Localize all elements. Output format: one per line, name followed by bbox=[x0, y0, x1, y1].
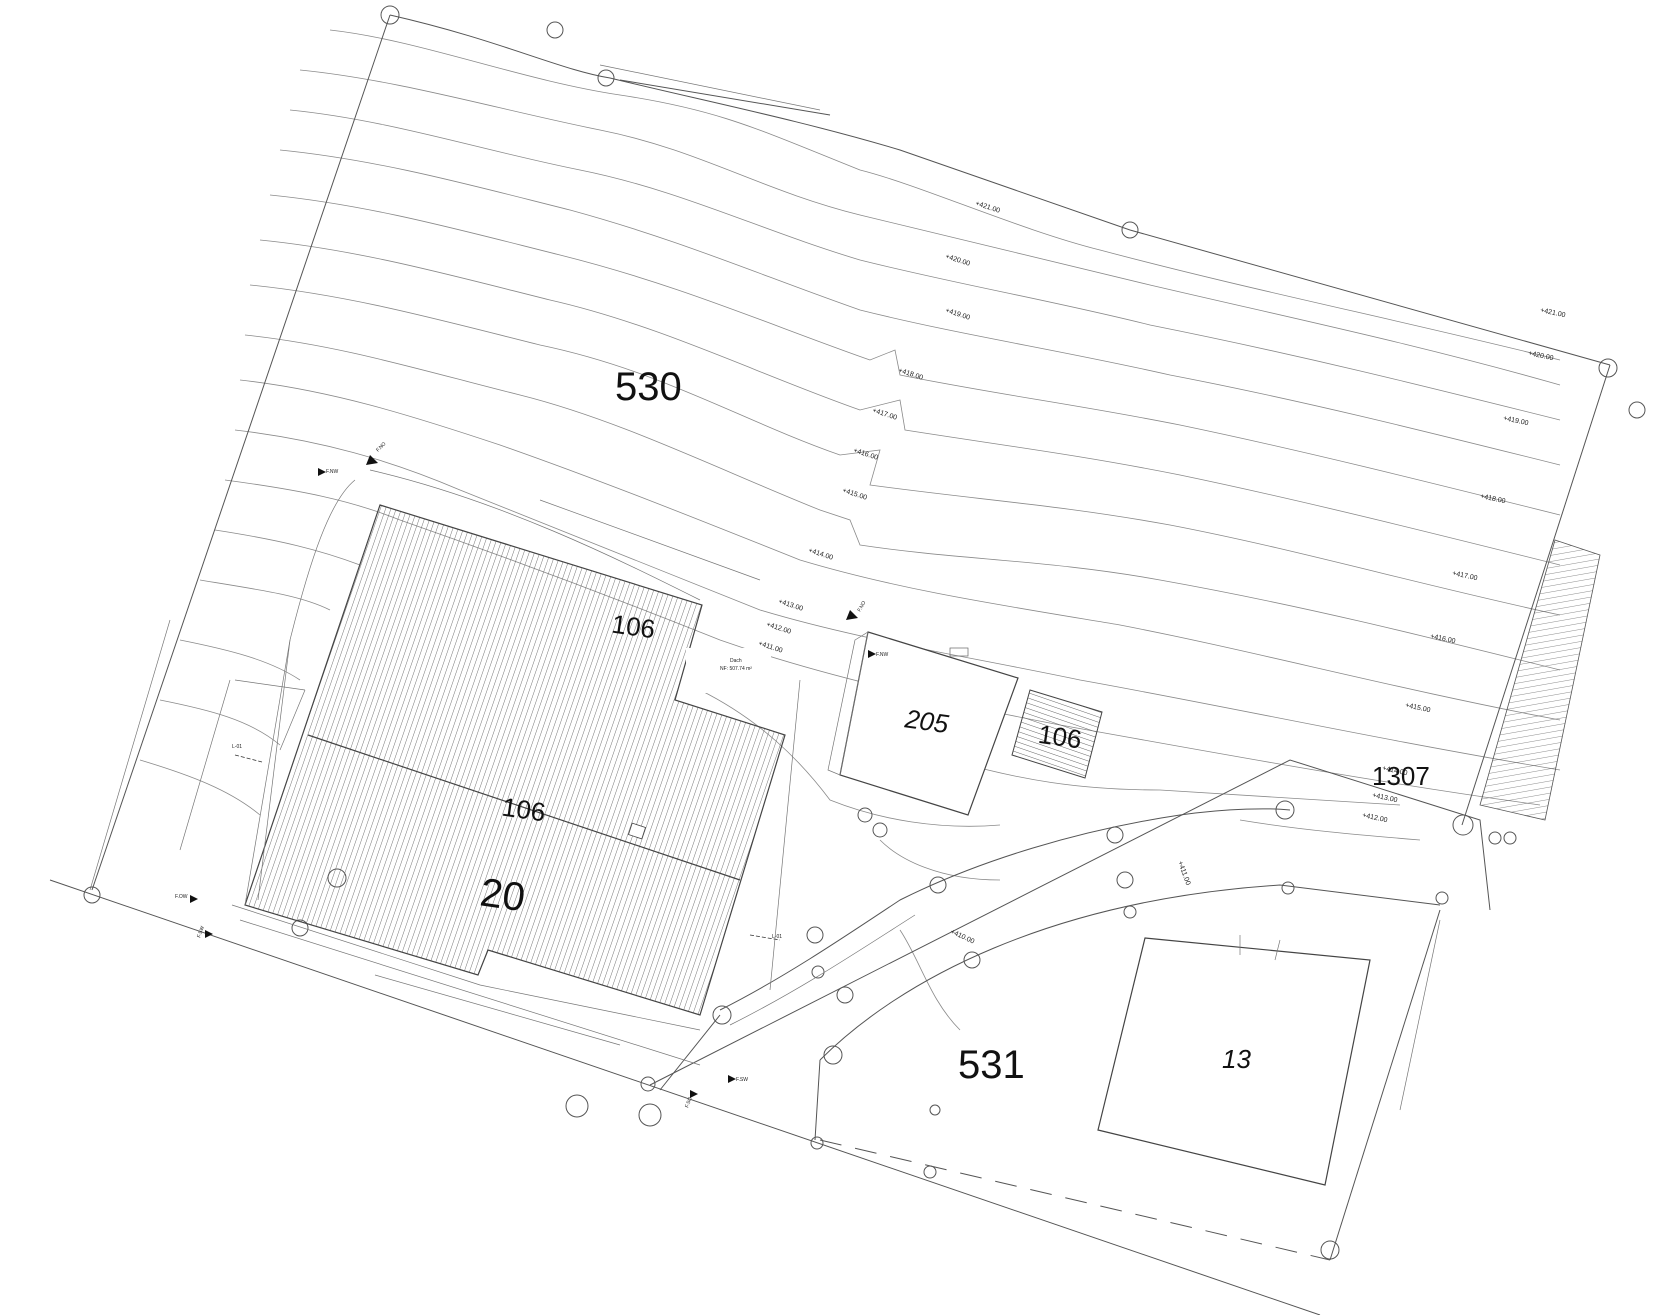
building-13-label: 13 bbox=[1222, 1044, 1251, 1074]
building-106-small-label: 106 bbox=[1036, 719, 1083, 755]
parcel-530-label: 530 bbox=[615, 365, 682, 409]
roof-note-line1: Dach bbox=[730, 658, 742, 664]
contour-label-411: +411.00 bbox=[1176, 860, 1191, 886]
svg-text:+417.00: +417.00 bbox=[1452, 570, 1479, 582]
svg-text:+420.00: +420.00 bbox=[944, 253, 971, 268]
roof-note-line2: NF: 507.74 m² bbox=[720, 666, 752, 672]
svg-text:F.NO: F.NO bbox=[857, 600, 868, 613]
svg-text:F.NW: F.NW bbox=[876, 652, 889, 658]
svg-text:+416.00: +416.00 bbox=[1430, 633, 1457, 645]
contour-label-410: +410.00 bbox=[949, 928, 975, 945]
svg-text:+415.00: +415.00 bbox=[1405, 702, 1432, 714]
building-106-small bbox=[1011, 689, 1103, 779]
building-20-label: 20 bbox=[478, 870, 528, 920]
svg-text:+420.00: +420.00 bbox=[1528, 350, 1555, 362]
survey-points bbox=[83, 5, 1646, 1260]
svg-text:+416.00: +416.00 bbox=[852, 447, 879, 462]
building-106-mid-label: 106 bbox=[500, 792, 547, 828]
svg-text:+418.00: +418.00 bbox=[897, 367, 924, 382]
parcel-1307-label: 1307 bbox=[1372, 761, 1430, 791]
svg-text:F.SO: F.SO bbox=[684, 1096, 693, 1109]
access-path bbox=[719, 808, 1291, 1026]
building-205 bbox=[827, 631, 1019, 816]
svg-text:+419.00: +419.00 bbox=[1503, 415, 1530, 427]
svg-text:+421.00: +421.00 bbox=[974, 200, 1001, 215]
svg-text:+414.00: +414.00 bbox=[807, 547, 834, 562]
svg-text:F.NO: F.NO bbox=[375, 441, 387, 453]
main-building bbox=[231, 469, 786, 1031]
svg-text:+413.00: +413.00 bbox=[1372, 792, 1399, 804]
svg-text:+412.00: +412.00 bbox=[765, 621, 792, 636]
svg-text:+415.00: +415.00 bbox=[841, 487, 868, 502]
svg-text:F.SW: F.SW bbox=[736, 1077, 748, 1083]
contour-labels-left: +421.00 +420.00 +419.00 +418.00 +417.00 … bbox=[757, 200, 1001, 654]
svg-text:+418.00: +418.00 bbox=[1480, 493, 1507, 505]
right-stair-strip bbox=[1479, 539, 1601, 821]
svg-text:+421.00: +421.00 bbox=[1540, 307, 1567, 319]
svg-text:L-01: L-01 bbox=[772, 934, 782, 940]
svg-text:F.SW: F.SW bbox=[196, 925, 206, 939]
property-boundaries bbox=[49, 14, 1611, 1315]
svg-text:F.OW: F.OW bbox=[175, 894, 188, 900]
svg-text:+412.00: +412.00 bbox=[1362, 812, 1389, 824]
svg-text:+419.00: +419.00 bbox=[944, 307, 971, 322]
building-106-top-label: 106 bbox=[610, 609, 657, 645]
facade-markers: F.NO F.NW F.NO F.NW F.OW F.SW F.SW F.SO bbox=[175, 441, 889, 1109]
svg-text:+417.00: +417.00 bbox=[871, 407, 898, 422]
building-205-label: 205 bbox=[902, 703, 951, 739]
svg-text:L-01: L-01 bbox=[232, 744, 242, 750]
building-13 bbox=[1097, 935, 1371, 1186]
svg-text:F.NW: F.NW bbox=[326, 469, 339, 475]
dimension-lines bbox=[239, 499, 801, 1066]
svg-text:+413.00: +413.00 bbox=[777, 598, 804, 613]
parcel-531-label: 531 bbox=[958, 1043, 1025, 1087]
